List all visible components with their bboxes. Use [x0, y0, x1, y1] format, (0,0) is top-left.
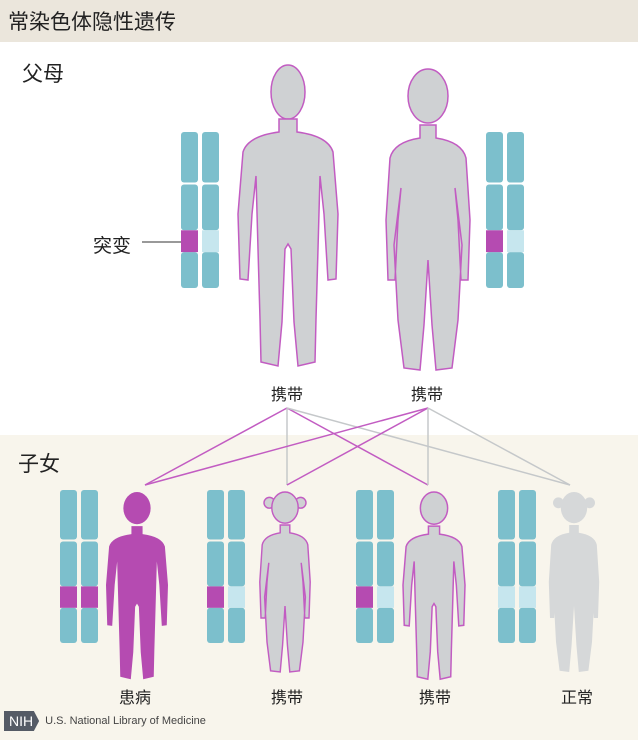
mutated-gene-band: [207, 586, 224, 608]
mutated-gene-band: [81, 586, 98, 608]
chromosome-segment: [356, 607, 373, 643]
nih-logo: NIH: [4, 711, 40, 731]
chromosome-segment: [507, 132, 524, 183]
chromosome-segment: [356, 490, 373, 540]
nih-org-name: U.S. National Library of Medicine: [45, 715, 206, 727]
mother-figure: [385, 68, 471, 371]
chromosome-segment: [228, 607, 245, 643]
mutated-gene-band: [486, 230, 503, 253]
chromosome-segment: [81, 541, 98, 587]
chromosome-segment: [377, 607, 394, 643]
normal-gene-band: [507, 230, 524, 253]
inheritance-lines: [144, 407, 571, 486]
child-carrier-girl-figure: [259, 491, 311, 673]
normal-gene-band: [228, 586, 245, 608]
child-carrier-boy-figure: [402, 491, 466, 680]
children-heading: 子女: [18, 452, 60, 476]
chromosome-segment: [181, 252, 198, 288]
chromosome-segment: [486, 184, 503, 231]
chromosome-segment: [207, 490, 224, 540]
page-title: 常染色体隐性遗传: [8, 10, 176, 34]
child-normal-girl-figure: [548, 492, 600, 672]
chromosome-segment: [202, 252, 219, 288]
chromosome-segment: [60, 541, 77, 587]
mutation-label: 突变: [92, 235, 132, 257]
child-2-status: 携带: [270, 688, 304, 707]
header: 常染色体隐性遗传: [0, 0, 638, 42]
mutated-gene-band: [356, 586, 373, 608]
chromosome-segment: [181, 132, 198, 183]
chromosome-segment: [377, 541, 394, 587]
father-status: 携带: [270, 385, 304, 404]
mutated-gene-band: [60, 586, 77, 608]
father-figure: [237, 64, 339, 367]
chromosome-segment: [228, 490, 245, 540]
parents-heading: 父母: [22, 62, 64, 86]
chromosome-segment: [519, 541, 536, 587]
normal-gene-band: [498, 586, 515, 608]
normal-gene-band: [377, 586, 394, 608]
chromosome-segment: [507, 184, 524, 231]
chromosome-segment: [498, 490, 515, 540]
mother-status: 携带: [410, 385, 444, 404]
chromosome-segment: [498, 541, 515, 587]
chromosome-segment: [486, 132, 503, 183]
child-1-status: 患病: [118, 688, 152, 707]
chromosome-segment: [202, 184, 219, 231]
chromosome-segment: [519, 607, 536, 643]
chromosome-segment: [207, 607, 224, 643]
chromosomes: [60, 132, 536, 643]
child-affected-figure: [106, 492, 168, 680]
chromosome-segment: [377, 490, 394, 540]
child-3-status: 携带: [418, 688, 452, 707]
chromosome-segment: [356, 541, 373, 587]
chromosome-segment: [207, 541, 224, 587]
normal-gene-band: [202, 230, 219, 253]
nih-footer: NIH U.S. National Library of Medicine: [4, 711, 206, 731]
chromosome-segment: [181, 184, 198, 231]
chromosome-segment: [60, 607, 77, 643]
chromosome-segment: [81, 607, 98, 643]
chromosome-segment: [519, 490, 536, 540]
chromosome-segment: [81, 490, 98, 540]
chromosome-segment: [202, 132, 219, 183]
chromosome-segment: [228, 541, 245, 587]
chromosome-segment: [507, 252, 524, 288]
chromosome-segment: [498, 607, 515, 643]
child-4-status: 正常: [560, 688, 594, 707]
mutated-gene-band: [181, 230, 198, 253]
chromosome-segment: [486, 252, 503, 288]
normal-gene-band: [519, 586, 536, 608]
chromosome-segment: [60, 490, 77, 540]
